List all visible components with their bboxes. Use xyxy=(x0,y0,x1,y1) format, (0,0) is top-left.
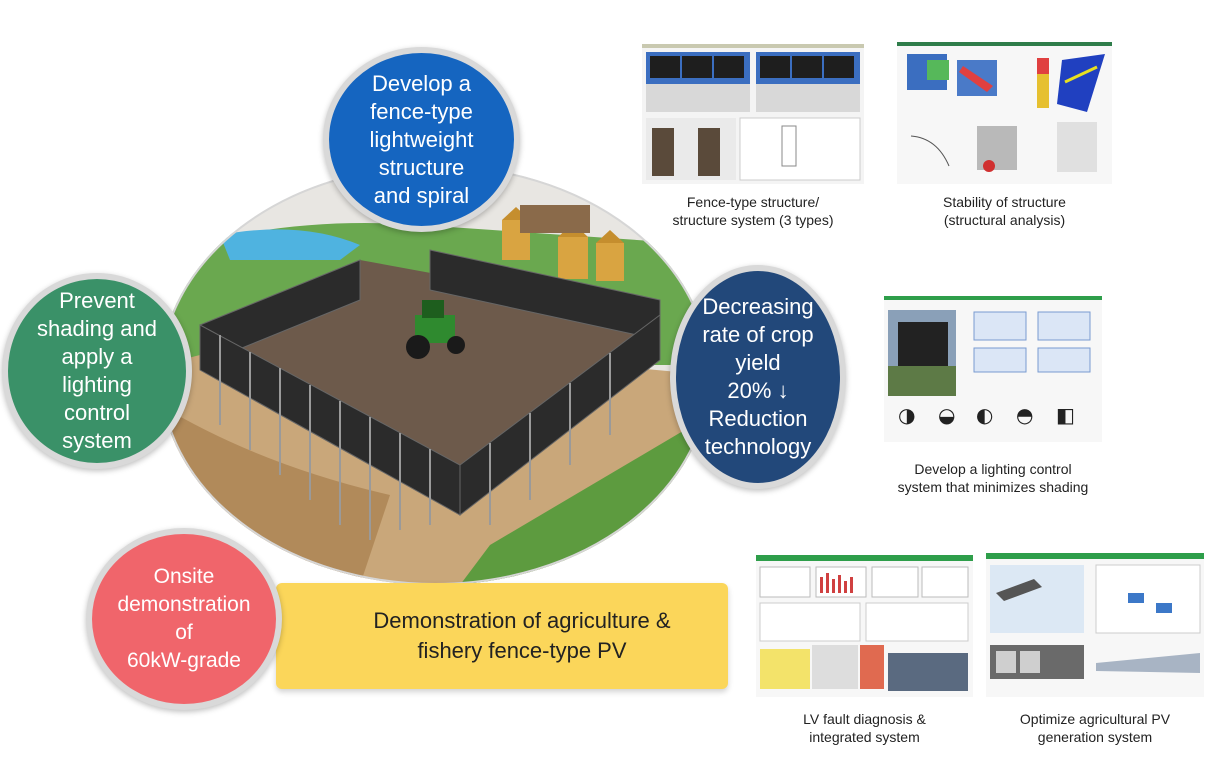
shading-circle-label: Prevent shading and apply a lighting con… xyxy=(37,288,157,453)
svg-text:◧: ◧ xyxy=(1056,403,1075,427)
fault-caption: LV fault diagnosis & integrated system xyxy=(803,711,926,745)
demonstration-banner: Demonstration of agriculture & fishery f… xyxy=(276,583,728,689)
onsite-circle: Onsite demonstration of 60kW-grade xyxy=(86,528,282,710)
structure-circle: Develop a fence-type lightweight structu… xyxy=(323,47,520,232)
svg-text:◐: ◐ xyxy=(976,403,993,427)
stability-analysis-image xyxy=(897,42,1112,184)
banner-text: Demonstration of agriculture & fishery f… xyxy=(373,608,671,663)
yield-circle: Decreasing rate of crop yield 20% ↓ Redu… xyxy=(670,265,846,489)
fault-diagnosis-image xyxy=(756,555,973,697)
optimize-generation-image xyxy=(986,553,1204,697)
svg-text:◓: ◓ xyxy=(1016,403,1033,427)
silos-icon xyxy=(502,205,624,281)
fence-structure-image xyxy=(642,44,864,184)
yield-circle-label: Decreasing rate of crop yield 20% ↓ Redu… xyxy=(702,294,814,459)
farm-illustration xyxy=(160,165,710,585)
svg-text:◒: ◒ xyxy=(938,403,955,427)
lighting-control-image: ◑ ◒ ◐ ◓ ◧ xyxy=(884,296,1102,442)
shading-circle: Prevent shading and apply a lighting con… xyxy=(2,273,192,469)
fence-structure-caption: Fence-type structure/ structure system (… xyxy=(672,194,834,228)
stability-caption: Stability of structure (structural analy… xyxy=(943,194,1066,228)
structure-circle-label: Develop a fence-type lightweight structu… xyxy=(369,70,474,208)
optimize-caption: Optimize agricultural PV generation syst… xyxy=(1019,711,1171,745)
lighting-caption: Develop a lighting control system that m… xyxy=(897,461,1089,495)
tractor-icon xyxy=(406,300,465,359)
svg-text:◑: ◑ xyxy=(898,403,915,427)
onsite-circle-label: Onsite demonstration of 60kW-grade xyxy=(117,565,251,672)
